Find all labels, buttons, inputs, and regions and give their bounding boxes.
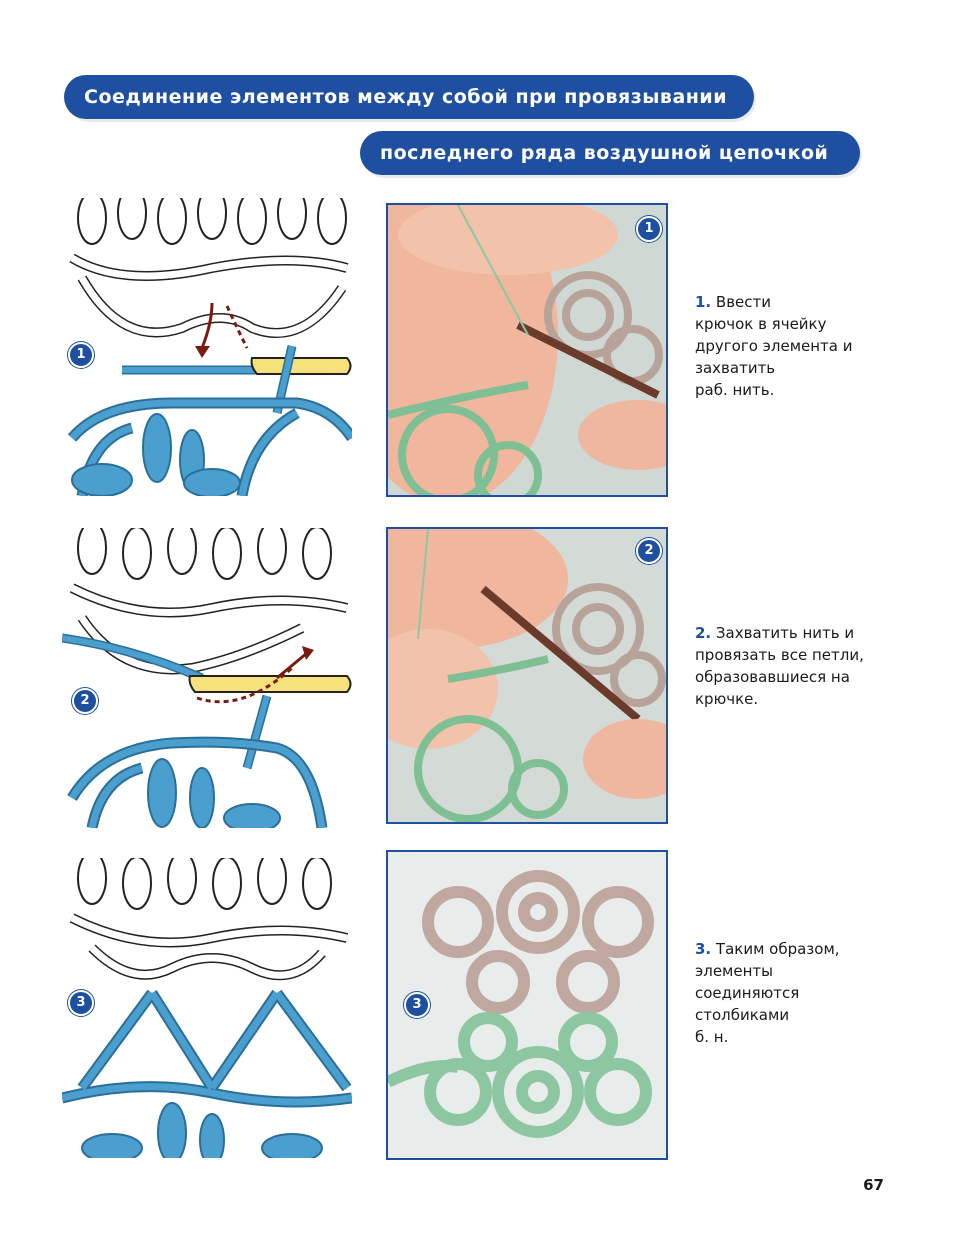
- step-1-text: 1. Ввести крючок в ячейку другого элемен…: [695, 291, 895, 401]
- title-banner-bottom: последнего ряда воздушной цепочкой: [360, 131, 860, 175]
- step-3-line-1: Таким образом,: [715, 940, 840, 958]
- step-2-diagram-badge: 2: [72, 688, 98, 714]
- step-3-line-4: столбиками: [695, 1006, 790, 1024]
- step-3-line-3: соединяются: [695, 984, 800, 1002]
- step-1-diagram: [62, 198, 352, 496]
- step-1-line-1: Ввести: [715, 293, 772, 311]
- step-2-diagram: [62, 528, 352, 828]
- step-3-line-5: б. н.: [695, 1028, 729, 1046]
- step-2-photo: [386, 527, 668, 824]
- step-1-line-4: захватить: [695, 359, 776, 377]
- step-1-photo-badge: 1: [636, 216, 662, 242]
- step-1-line-5: раб. нить.: [695, 381, 775, 399]
- step-2-number: 2.: [695, 624, 712, 642]
- step-3-diagram: [62, 858, 352, 1158]
- step-3-text: 3. Таким образом, элементы соединяются с…: [695, 938, 895, 1048]
- title-line-1: Соединение элементов между собой при про…: [84, 86, 728, 108]
- step-2-line-1: Захватить нить и: [715, 624, 855, 642]
- step-1-diagram-badge: 1: [68, 342, 94, 368]
- step-1-line-2: крючок в ячейку: [695, 315, 827, 333]
- step-2-photo-badge: 2: [636, 538, 662, 564]
- step-3-number: 3.: [695, 940, 712, 958]
- step-2-line-3: образовавшиеся на: [695, 668, 850, 686]
- step-1-number: 1.: [695, 293, 712, 311]
- page-number: 67: [863, 1176, 884, 1194]
- step-2-line-4: крючке.: [695, 690, 759, 708]
- step-1-line-3: другого элемента и: [695, 337, 853, 355]
- step-1-photo: [386, 203, 668, 497]
- title-line-2: последнего ряда воздушной цепочкой: [380, 142, 829, 164]
- step-3-diagram-badge: 3: [68, 990, 94, 1016]
- step-3-line-2: элементы: [695, 962, 773, 980]
- step-3-photo: [386, 850, 668, 1160]
- step-3-photo-badge: 3: [404, 992, 430, 1018]
- step-2-line-2: провязать все петли,: [695, 646, 864, 664]
- step-2-text: 2. Захватить нить и провязать все петли,…: [695, 622, 895, 710]
- title-banner-top: Соединение элементов между собой при про…: [64, 75, 754, 119]
